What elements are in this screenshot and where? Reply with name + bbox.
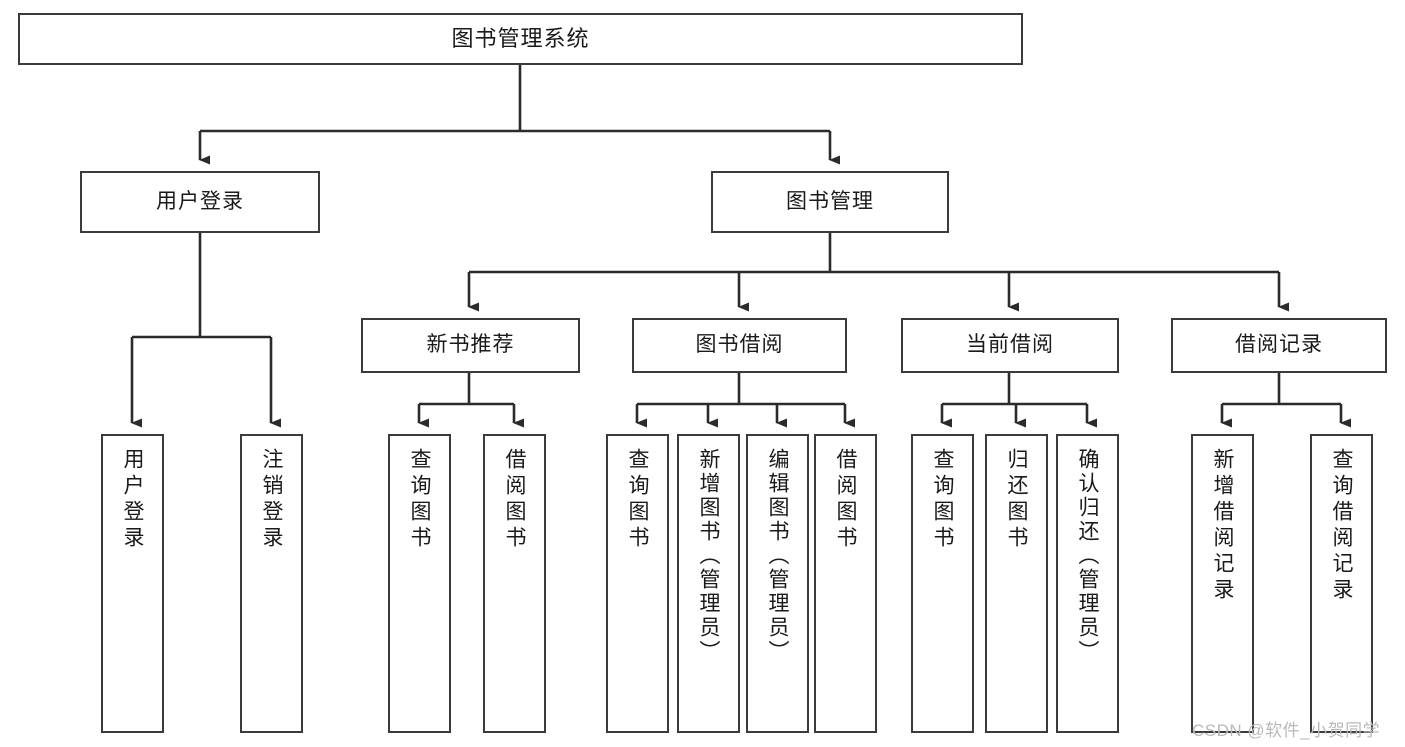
- node-label: 新书推荐: [426, 333, 515, 357]
- node-label: 查询图书: [931, 448, 955, 552]
- node-leaf-query-borrow-record[interactable]: 查询借阅记录: [1310, 434, 1373, 733]
- node-label: 查询图书: [408, 448, 432, 552]
- node-label: 借阅图书: [834, 448, 858, 552]
- node-leaf-query-book-current[interactable]: 查询图书: [911, 434, 974, 733]
- node-borrow-record[interactable]: 借阅记录: [1171, 318, 1387, 373]
- node-label: 图书管理系统: [451, 26, 590, 52]
- node-leaf-user-login[interactable]: 用户登录: [101, 434, 164, 733]
- node-label: 用户登录: [121, 448, 145, 552]
- node-label: 归还图书: [1005, 448, 1029, 552]
- node-new-book-recommend[interactable]: 新书推荐: [361, 318, 580, 373]
- node-label: 借阅图书: [503, 448, 527, 552]
- node-leaf-add-borrow-record[interactable]: 新增借阅记录: [1191, 434, 1254, 733]
- node-leaf-edit-book-admin[interactable]: 编辑图书（管理员）: [746, 434, 809, 733]
- node-label: 注销登录: [260, 448, 284, 552]
- node-label: 查询借阅记录: [1330, 448, 1354, 604]
- node-book-management[interactable]: 图书管理: [711, 171, 949, 233]
- node-current-borrow[interactable]: 当前借阅: [901, 318, 1119, 373]
- node-label: 用户登录: [156, 189, 244, 213]
- node-label: 新增借阅记录: [1211, 448, 1235, 604]
- node-leaf-add-book-admin[interactable]: 新增图书（管理员）: [677, 434, 740, 733]
- node-label: 查询图书: [626, 448, 650, 552]
- node-leaf-query-book-recommend[interactable]: 查询图书: [388, 434, 451, 733]
- node-book-borrow[interactable]: 图书借阅: [632, 318, 847, 373]
- node-user-login[interactable]: 用户登录: [80, 171, 320, 233]
- node-leaf-query-book-borrow[interactable]: 查询图书: [606, 434, 669, 733]
- node-leaf-borrow-book-recommend[interactable]: 借阅图书: [483, 434, 546, 733]
- node-label: 新增图书（管理员）: [697, 448, 721, 664]
- node-label: 编辑图书（管理员）: [766, 448, 790, 664]
- node-root-book-management-system[interactable]: 图书管理系统: [18, 13, 1023, 65]
- node-label: 当前借阅: [966, 333, 1054, 357]
- node-label: 确认归还（管理员）: [1076, 448, 1100, 664]
- node-leaf-return-book[interactable]: 归还图书: [985, 434, 1048, 733]
- node-label: 借阅记录: [1235, 333, 1323, 357]
- node-leaf-logout-login[interactable]: 注销登录: [240, 434, 303, 733]
- node-label: 图书管理: [786, 189, 874, 213]
- node-label: 图书借阅: [695, 333, 784, 357]
- node-leaf-borrow-book-borrow[interactable]: 借阅图书: [814, 434, 877, 733]
- node-leaf-confirm-return-admin[interactable]: 确认归还（管理员）: [1056, 434, 1119, 733]
